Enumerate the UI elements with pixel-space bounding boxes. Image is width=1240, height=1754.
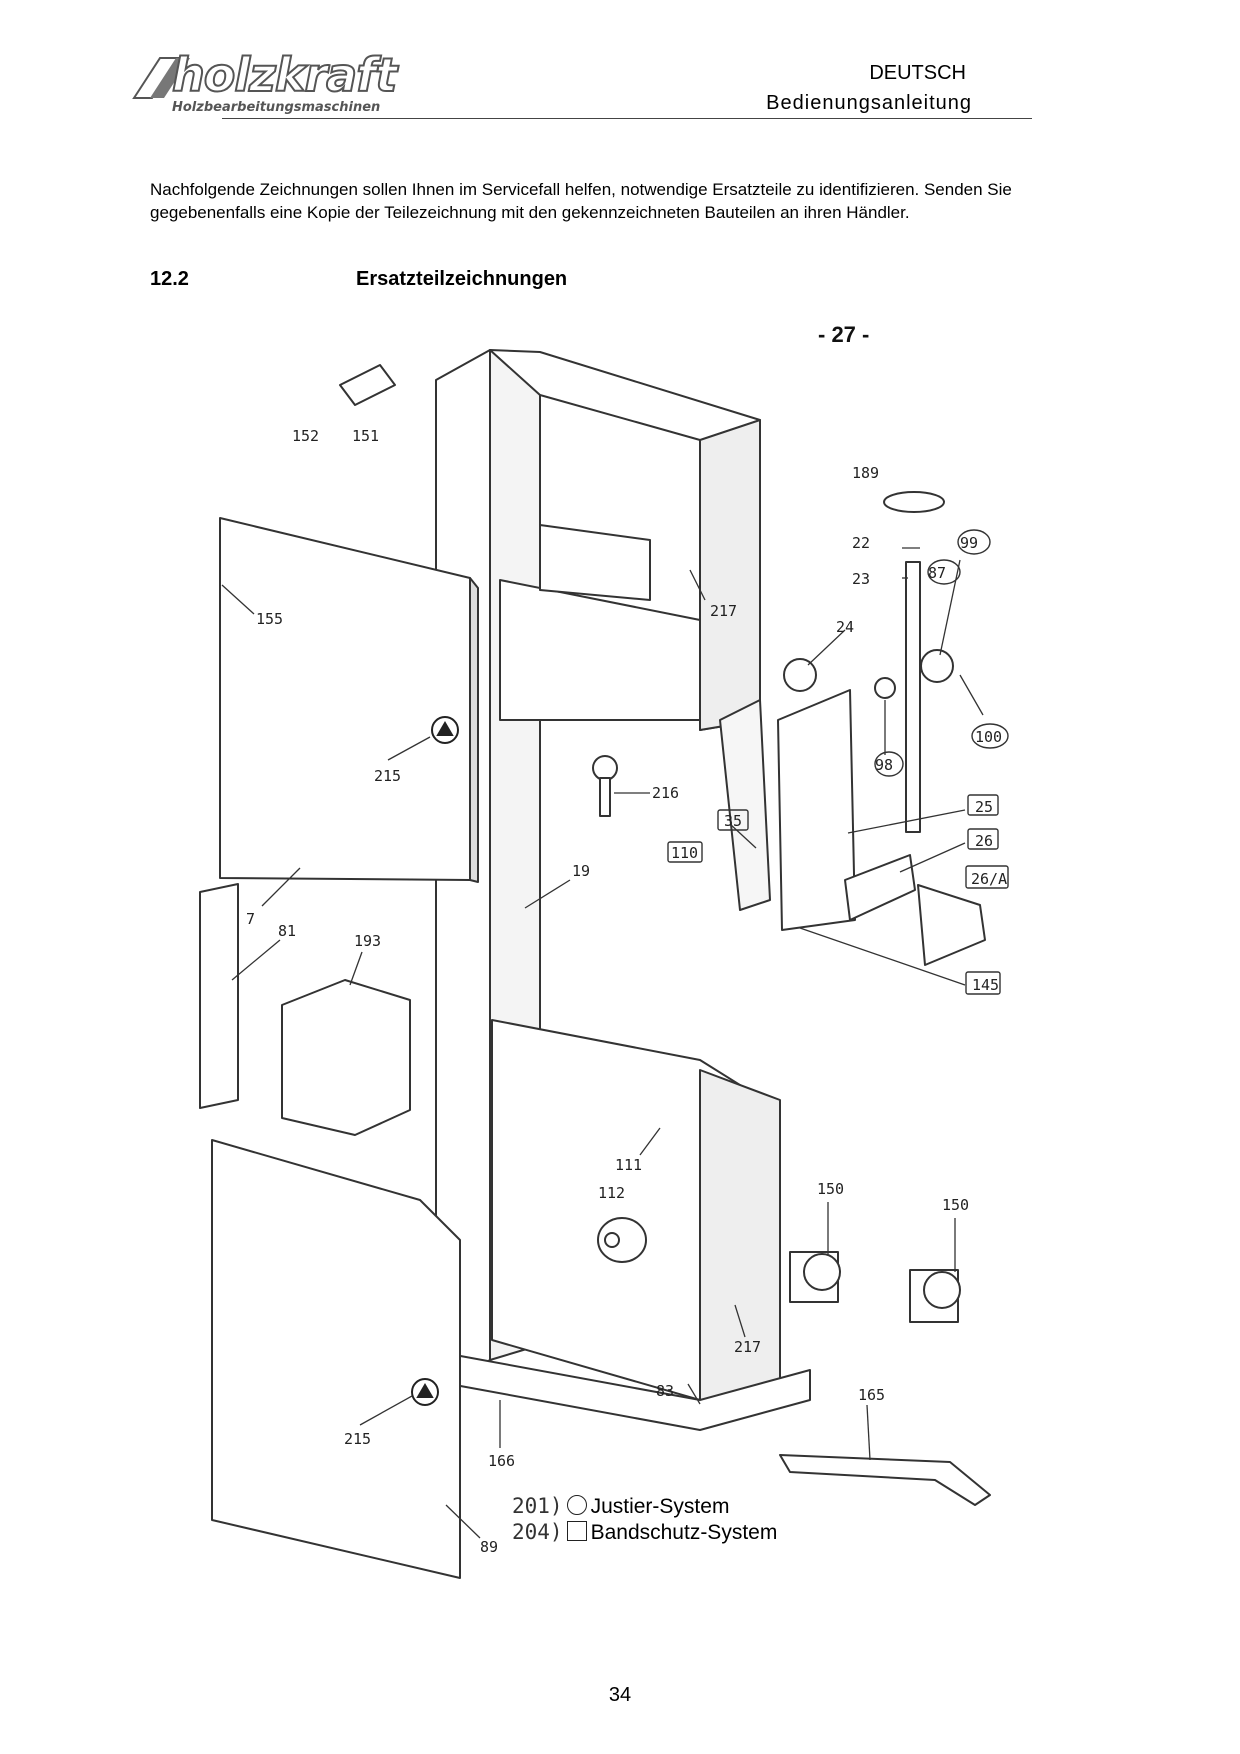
part-label: 155 [256,610,283,628]
lower-door [211,1139,461,1579]
header-doc-type: Bedienungsanleitung [766,92,972,114]
part-label: 83 [656,1382,674,1400]
part-label: 112 [598,1184,625,1202]
intro-paragraph: Nachfolgende Zeichnungen sollen Ihnen im… [150,180,1012,222]
part-label: 165 [858,1386,885,1404]
lock-215-lower [411,1378,439,1406]
part-label: 215 [344,1430,371,1448]
page-number: 34 [608,1684,632,1706]
legend-item-bandschutz: 204) Bandschutz-System [512,1520,777,1545]
cover-193 [281,979,411,1136]
part-label: 152 [292,427,319,445]
part-label: 217 [734,1338,761,1356]
part-label: 19 [572,862,590,880]
upper-chute [499,579,701,721]
part-label: 81 [278,922,296,940]
knob-87 [920,649,954,683]
brand-logo: holzkraft Holzbearbeitungsmaschinen [132,47,432,122]
key-216 [592,755,618,781]
part-label: 151 [352,427,379,445]
bar-165 [779,1454,991,1506]
legend-code: 204) [512,1520,563,1544]
part-label: 26/A [971,870,1007,888]
pillar-81 [199,883,239,1109]
shaft-23 [905,561,921,833]
part-label: 100 [975,728,1002,746]
part-label: 215 [374,767,401,785]
part-label: 150 [817,1180,844,1198]
header-divider [222,118,1032,119]
part-label: 98 [875,756,893,774]
legend-label: Bandschutz-System [590,1521,778,1544]
bracket-26a [917,884,986,966]
part-label: 150 [942,1196,969,1214]
part-label: 26 [975,832,993,850]
part-label: 24 [836,618,854,636]
header-language: DEUTSCH [869,62,966,84]
part-label: 25 [975,798,993,816]
part-label: 193 [354,932,381,950]
part-label: 189 [852,464,879,482]
knob-24 [783,658,817,692]
part-label: 35 [724,812,742,830]
part-label: 23 [852,570,870,588]
section-number: 12.2 [150,268,189,290]
legend-label: Justier-System [590,1495,730,1518]
part-label: 22 [852,534,870,552]
bracket-26 [844,854,916,921]
roller-112 [597,1217,647,1263]
part-label: 145 [972,976,999,994]
part-label: 99 [960,534,978,552]
circle-icon [566,1495,587,1515]
part-label: 166 [488,1452,515,1470]
part-label: 217 [710,602,737,620]
knob-98 [874,677,896,699]
part-label: 7 [246,910,255,928]
part-label: 89 [480,1538,498,1556]
logo-wordmark: holzkraft [171,47,398,103]
logo-subtitle: Holzbearbeitungsmaschinen [172,100,381,115]
logo-mark-icon [132,57,190,99]
part-label: 110 [671,844,698,862]
sheet-number: - 27 - [818,322,869,347]
part-label: 87 [928,564,946,582]
blade-guard-25 [777,689,856,931]
lock-215-upper [431,716,459,744]
part-label: 216 [652,784,679,802]
plate-189 [883,491,945,513]
cap-152 [339,364,396,406]
part-label: 111 [615,1156,642,1174]
square-icon [566,1521,587,1541]
blade-guard-35 [719,699,771,911]
upper-door [219,517,471,881]
legend-item-justier: 201) Justier-System [512,1494,729,1519]
legend-code: 201) [512,1494,563,1518]
section-title: Ersatzteilzeichnungen [356,268,568,290]
